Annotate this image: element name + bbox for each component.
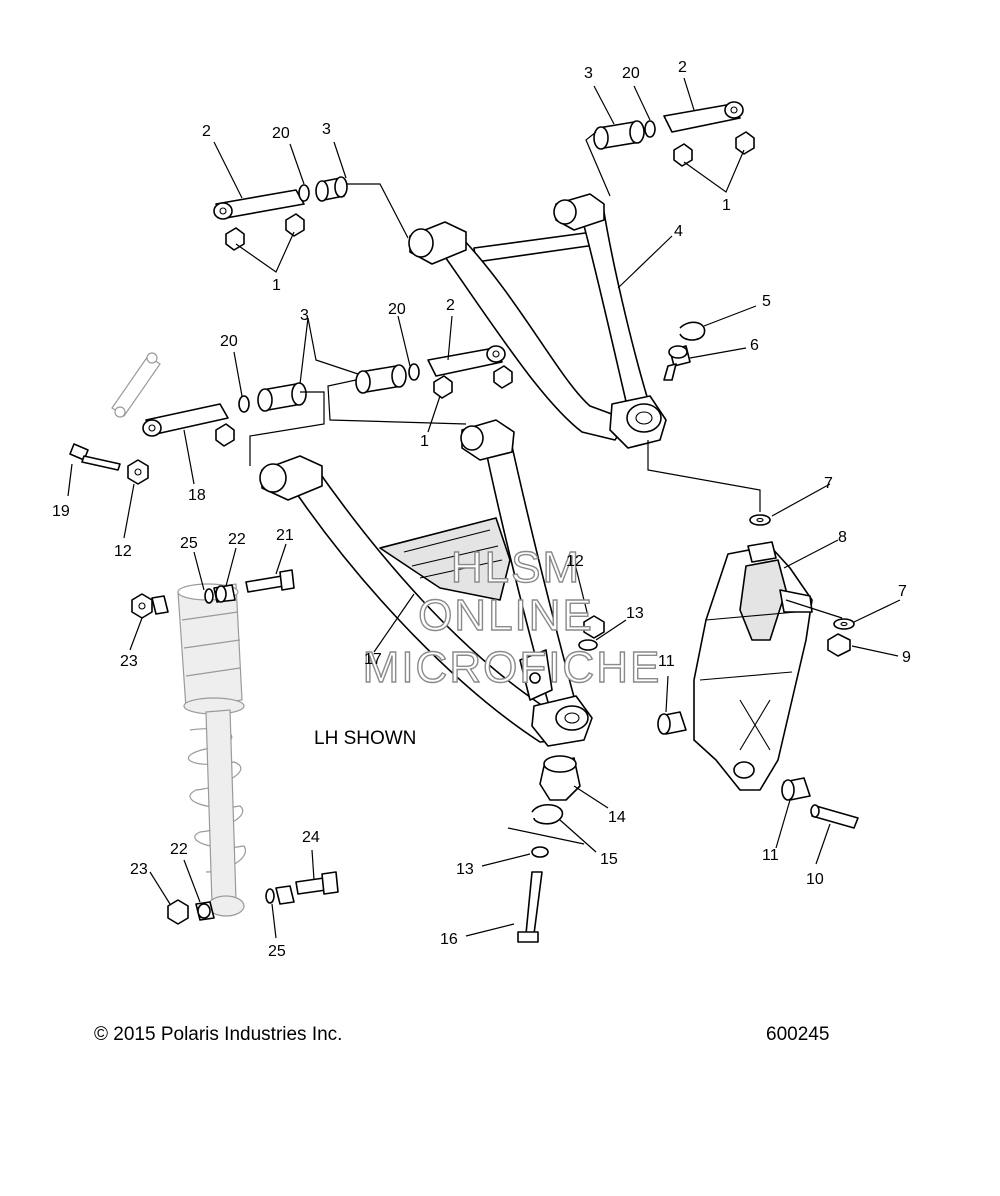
- locknut-1-upper-left: [225, 213, 305, 251]
- callout-12: 12: [114, 543, 132, 560]
- callout-24: 24: [302, 829, 320, 846]
- nut-12-left: [127, 459, 149, 485]
- locknut-1-upper-right: [673, 131, 755, 167]
- sleeve-3-upper-left: [315, 176, 348, 202]
- callout-19: 19: [52, 503, 70, 520]
- bushing-11-right: [781, 777, 811, 801]
- ball-joint-14: [539, 755, 581, 801]
- washer-20-mid-left: [238, 395, 250, 413]
- nut-12-right: [583, 615, 605, 639]
- copyright-text: © 2015 Polaris Industries Inc.: [94, 1024, 342, 1045]
- leader-lines: [67, 77, 901, 939]
- callout-16: 16: [440, 931, 458, 948]
- watermark: HLSM ONLINE MICROFICHE: [362, 542, 662, 692]
- callout-1: 1: [420, 433, 429, 450]
- pivot-bolt-2-upper-right: [663, 101, 744, 133]
- callout-15: 15: [600, 851, 618, 868]
- callout-1: 1: [272, 277, 281, 294]
- callout-8: 8: [838, 529, 847, 546]
- callout-2: 2: [202, 123, 211, 140]
- locknut-near-18: [215, 423, 235, 447]
- callout-2: 2: [446, 297, 455, 314]
- callout-21: 21: [276, 527, 294, 544]
- callout-7: 7: [898, 583, 907, 600]
- washer-25-upper: [204, 588, 214, 604]
- callout-25: 25: [180, 535, 198, 552]
- callout-22: 22: [228, 531, 246, 548]
- washer-7-right: [833, 618, 855, 630]
- nut-23-upper: [131, 593, 153, 619]
- retaining-ring-15: [531, 804, 563, 825]
- bolt-24: [295, 871, 339, 895]
- watermark-line-1: HLSM: [451, 543, 581, 592]
- callout-4: 4: [674, 223, 683, 240]
- washer-20-upper-left: [298, 184, 310, 202]
- callout-6: 6: [750, 337, 759, 354]
- callout-23: 23: [130, 861, 148, 878]
- callout-23: 23: [120, 653, 138, 670]
- washer-13-upper: [578, 639, 598, 651]
- callout-numbers: 2 20 3 1 3 20 2 1 4 5 6 3 20 2 20 1 19 1…: [52, 59, 911, 960]
- watermark-line-2: ONLINE: [418, 591, 594, 640]
- callout-13: 13: [456, 861, 474, 878]
- callout-10: 10: [806, 871, 824, 888]
- callout-14: 14: [608, 809, 626, 826]
- callout-7: 7: [824, 475, 833, 492]
- callout-20: 20: [388, 301, 406, 318]
- locknut-1-mid: [433, 365, 513, 399]
- bolt-21: [245, 569, 295, 593]
- pivot-bolt-2-mid: [427, 345, 506, 377]
- callout-11: 11: [658, 653, 675, 670]
- bolt-16: [517, 871, 543, 943]
- pivot-bolt-2-upper-left: [213, 189, 305, 220]
- bushing-upper-left: [151, 595, 169, 615]
- bushing-lower-right: [275, 885, 295, 905]
- retaining-ring-5: [679, 321, 706, 341]
- bushing-22-upper: [213, 584, 236, 603]
- sleeve-3-mid-left: [257, 382, 307, 412]
- sleeve-3-upper-right: [593, 120, 645, 150]
- watermark-line-3: MICROFICHE: [363, 643, 662, 692]
- bushing-22-lower: [195, 901, 215, 921]
- upper-a-arm: [408, 193, 667, 449]
- lower-a-arm: [259, 419, 593, 747]
- spindle: [693, 541, 813, 791]
- callout-25: 25: [268, 943, 286, 960]
- washer-7-top: [749, 514, 771, 526]
- washer-20-mid-right: [408, 363, 420, 381]
- callout-12: 12: [566, 553, 584, 570]
- callout-3: 3: [322, 121, 331, 138]
- pin-10: [810, 804, 859, 829]
- callout-2: 2: [678, 59, 687, 76]
- callout-3: 3: [584, 65, 593, 82]
- bushing-11-left: [657, 711, 687, 735]
- bolt-19: [69, 443, 121, 471]
- callout-13: 13: [626, 605, 644, 622]
- callout-5: 5: [762, 293, 771, 310]
- callout-20: 20: [272, 125, 290, 142]
- sway-link-ghost: [111, 352, 161, 418]
- callout-22: 22: [170, 841, 188, 858]
- washer-13-lower: [531, 846, 549, 858]
- callout-17: 17: [364, 651, 382, 668]
- callout-20: 20: [622, 65, 640, 82]
- callout-18: 18: [188, 487, 206, 504]
- shock-absorber: [177, 583, 247, 917]
- lh-shown-note: LH SHOWN: [314, 728, 416, 749]
- diagram-number: 600245: [766, 1024, 829, 1045]
- washer-25-lower: [265, 888, 275, 904]
- callout-11: 11: [762, 847, 779, 864]
- ball-stud-6: [663, 345, 691, 381]
- nut-9: [827, 633, 851, 657]
- sleeve-3-mid-right: [355, 364, 407, 394]
- callout-9: 9: [902, 649, 911, 666]
- nut-23-lower: [167, 899, 189, 925]
- pivot-bolt-18: [142, 403, 229, 437]
- callout-3: 3: [300, 307, 309, 324]
- callout-20: 20: [220, 333, 238, 350]
- callout-1: 1: [722, 197, 731, 214]
- washer-20-upper-right: [644, 120, 656, 138]
